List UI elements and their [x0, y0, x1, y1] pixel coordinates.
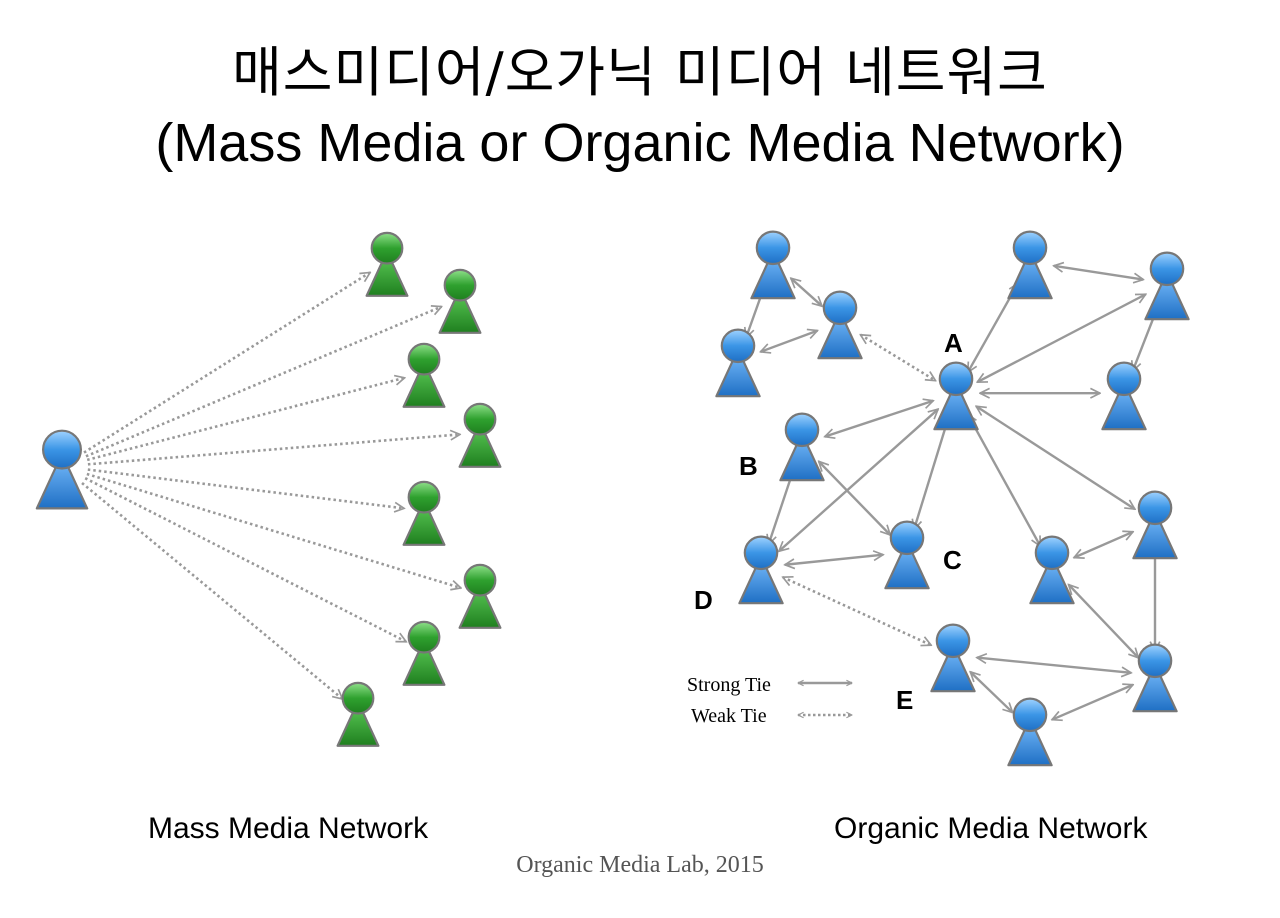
strong-tie-20	[977, 658, 1131, 673]
mass-tie-8	[81, 481, 343, 699]
organic-node-e	[930, 623, 976, 693]
organic-node-c	[884, 520, 930, 590]
title-english: (Mass Media or Organic Media Network)	[155, 113, 1125, 173]
strong-tie-3	[760, 331, 817, 352]
legend-weak-tie-label: Weak Tie	[691, 705, 767, 727]
organic-node-n16	[1132, 643, 1178, 713]
node-label-d: D	[694, 585, 713, 615]
organic-node-n12	[1029, 535, 1075, 605]
receiver-node-3	[402, 342, 446, 408]
organic-node-n1	[750, 230, 796, 300]
mass-tie-7	[84, 477, 406, 643]
receiver-node-1	[365, 231, 409, 297]
strong-tie-19	[1069, 585, 1139, 658]
organic-node-a	[933, 361, 979, 431]
strong-tie-22	[1052, 685, 1133, 720]
title-korean: 매스미디어/오가닉 미디어 네트워크	[232, 41, 1048, 104]
node-label-c: C	[943, 545, 962, 575]
strong-tie-6	[977, 293, 1145, 384]
receiver-node-5	[402, 480, 446, 546]
receiver-node-6	[458, 563, 502, 629]
organic-node-n8	[1101, 361, 1147, 431]
receiver-node-8	[336, 681, 380, 747]
organic-node-n6	[1007, 230, 1053, 300]
mass-tie-4	[87, 434, 460, 466]
strong-tie-15	[819, 461, 891, 535]
strong-tie-16	[785, 555, 883, 565]
strong-tie-9	[825, 401, 933, 437]
legend-strong-tie-label: Strong Tie	[687, 674, 771, 696]
mass-media-caption: Mass Media Network	[148, 812, 429, 845]
broadcaster-node	[35, 429, 89, 510]
mass-tie-6	[86, 472, 461, 588]
strong-tie-21	[970, 672, 1012, 713]
strong-tie-1	[791, 278, 822, 306]
node-label-a: A	[944, 328, 963, 358]
strong-tie-17	[1074, 532, 1133, 558]
mass-tie-3	[86, 378, 404, 462]
organic-node-n7	[1144, 251, 1190, 321]
organic-node-b	[779, 412, 825, 482]
mass-tie-2	[85, 307, 442, 458]
strong-tie-10	[914, 416, 949, 529]
organic-node-d	[738, 535, 784, 605]
node-label-e: E	[896, 685, 913, 715]
weak-tie-1	[860, 333, 935, 382]
node-label-b: B	[739, 451, 758, 481]
credit-text: Organic Media Lab, 2015	[516, 852, 764, 878]
organic-node-n3	[715, 328, 761, 398]
organic-media-caption: Organic Media Network	[834, 812, 1148, 845]
receiver-node-2	[438, 268, 482, 334]
strong-tie-5	[1054, 266, 1144, 280]
receiver-node-4	[458, 402, 502, 468]
mass-tie-5	[87, 468, 404, 509]
strong-tie-12	[966, 414, 1042, 546]
strong-tie-13	[976, 406, 1135, 509]
organic-node-n13	[1132, 490, 1178, 560]
mass-tie-1	[83, 271, 370, 454]
organic-node-n17	[1007, 697, 1053, 767]
receiver-node-7	[402, 620, 446, 686]
tie-legend: Strong Tie Weak Tie	[687, 674, 852, 727]
organic-node-n2	[817, 290, 863, 360]
